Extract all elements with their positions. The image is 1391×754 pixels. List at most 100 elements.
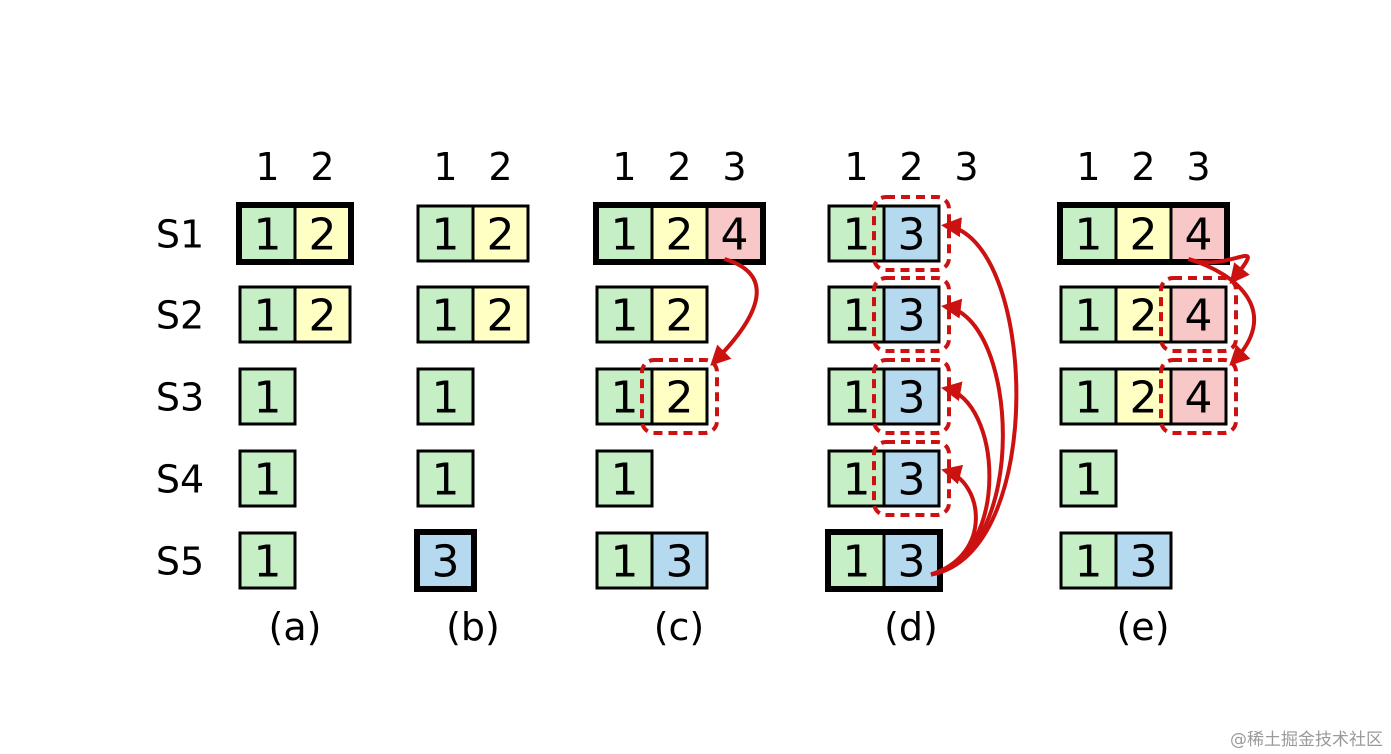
- log-index-label: 1: [612, 145, 636, 189]
- log-entry-term: 2: [309, 210, 337, 261]
- log-entry-term: 1: [843, 537, 871, 588]
- log-entry-cell: [416, 449, 475, 508]
- log-entry-cell: [595, 285, 654, 344]
- log-entry-cell: [1114, 531, 1173, 590]
- log-row-s5: 3: [414, 529, 477, 592]
- log-entry-term: 1: [611, 373, 639, 424]
- log-entry-term: 2: [666, 210, 694, 261]
- panel-caption: (d): [884, 605, 938, 649]
- log-entry-cell: [1169, 367, 1228, 426]
- log-entry-term: 1: [843, 210, 871, 261]
- log-entry-cell: [1059, 449, 1118, 508]
- log-entry-cell: [238, 531, 297, 590]
- log-index-label: 1: [255, 145, 279, 189]
- server-label-s4: S4: [156, 458, 204, 502]
- log-index-label: 1: [433, 145, 457, 189]
- log-entry-cell: [293, 285, 352, 344]
- highlight-dashed-outline: [1159, 358, 1238, 435]
- log-entry-term: 2: [1130, 291, 1158, 342]
- server-label-s3: S3: [156, 376, 204, 420]
- log-entry-term: 1: [254, 373, 282, 424]
- log-index-label: 1: [844, 145, 868, 189]
- log-index-label: 2: [667, 145, 691, 189]
- leader-outline: [593, 202, 766, 265]
- log-entry-cell: [416, 367, 475, 426]
- log-entry-term: 3: [898, 373, 926, 424]
- log-entry-cell: [416, 285, 475, 344]
- replication-arrow: [1187, 257, 1256, 366]
- log-entry-cell: [471, 285, 530, 344]
- log-entry-cell: [882, 449, 941, 508]
- log-entry-term: 1: [843, 291, 871, 342]
- log-entry-term: 3: [898, 455, 926, 506]
- server-label-s5: S5: [156, 540, 204, 584]
- log-entry-cell: [238, 367, 297, 426]
- log-row-s5: 1: [238, 531, 297, 590]
- panel-caption: (b): [446, 605, 500, 649]
- log-row-s4: 1: [238, 449, 297, 508]
- log-entry-cell: [882, 204, 941, 263]
- log-entry-term: 2: [487, 210, 515, 261]
- log-entry-term: 3: [1130, 537, 1158, 588]
- log-entry-cell: [650, 531, 709, 590]
- log-row-s4: 1: [595, 449, 654, 508]
- log-entry-cell: [1169, 204, 1228, 263]
- panel-caption: (a): [269, 605, 322, 649]
- log-entry-term: 1: [432, 373, 460, 424]
- log-index-label: 3: [1186, 145, 1210, 189]
- log-entry-term: 1: [432, 291, 460, 342]
- log-entry-cell: [1169, 285, 1228, 344]
- panel-caption: (e): [1116, 605, 1169, 649]
- log-entry-cell: [705, 204, 764, 263]
- log-entry-term: 1: [1075, 455, 1103, 506]
- log-entry-term: 1: [1075, 291, 1103, 342]
- leader-outline: [236, 202, 354, 265]
- log-entry-term: 4: [1185, 210, 1213, 261]
- log-entry-term: 2: [666, 373, 694, 424]
- log-entry-cell: [650, 367, 709, 426]
- log-entry-term: 3: [432, 537, 460, 588]
- log-entry-term: 4: [1185, 291, 1213, 342]
- log-index-label: 2: [899, 145, 923, 189]
- log-entry-cell: [238, 449, 297, 508]
- log-entry-term: 1: [843, 373, 871, 424]
- log-entry-cell: [416, 204, 475, 263]
- replication-arrow: [930, 464, 978, 577]
- leader-outline: [1057, 202, 1230, 265]
- log-index-label: 3: [722, 145, 746, 189]
- log-entry-term: 2: [309, 291, 337, 342]
- watermark: @稀土掘金技术社区: [1230, 730, 1383, 750]
- log-entry-term: 1: [843, 455, 871, 506]
- leader-outline: [825, 529, 943, 592]
- log-row-s3: 1: [416, 367, 475, 426]
- log-entry-term: 3: [898, 291, 926, 342]
- log-entry-term: 1: [432, 455, 460, 506]
- log-entry-cell: [595, 204, 654, 263]
- log-entry-term: 2: [1130, 373, 1158, 424]
- log-row-s4: 1: [1059, 449, 1118, 508]
- log-entry-cell: [882, 367, 941, 426]
- log-entry-term: 1: [611, 455, 639, 506]
- log-row-s3: 1: [238, 367, 297, 426]
- log-entry-term: 2: [487, 291, 515, 342]
- log-entry-term: 1: [1075, 537, 1103, 588]
- log-entry-term: 4: [1185, 373, 1213, 424]
- log-index-label: 2: [488, 145, 512, 189]
